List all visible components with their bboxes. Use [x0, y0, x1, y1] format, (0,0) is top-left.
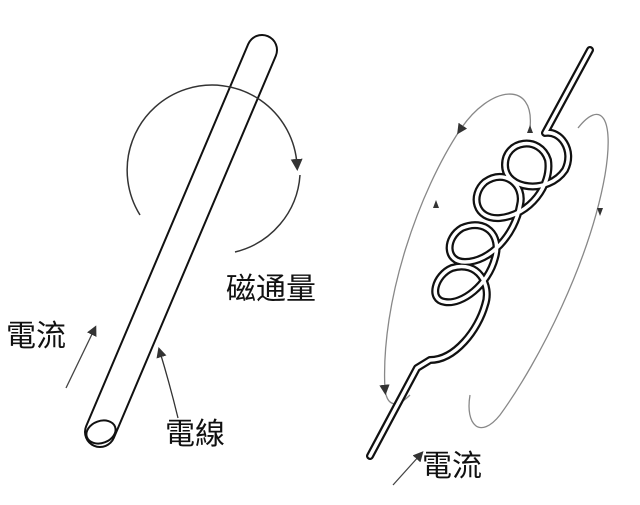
- wire-label: 電線: [165, 417, 225, 452]
- straight-wire: [84, 34, 278, 448]
- field-lines: [379, 93, 609, 429]
- magnetic-flux-arc-lower: [234, 174, 301, 253]
- current-arrow-right: [392, 451, 424, 486]
- current-arrow-left: [65, 325, 97, 389]
- wire-pointer-line: [156, 347, 179, 419]
- coil-wire: [366, 46, 594, 460]
- magnetic-flux-arc: [126, 84, 303, 216]
- magnetic-flux-label: 磁通量: [226, 272, 316, 307]
- current-label-right: 電流: [422, 449, 482, 484]
- current-label-left: 電流: [6, 319, 66, 354]
